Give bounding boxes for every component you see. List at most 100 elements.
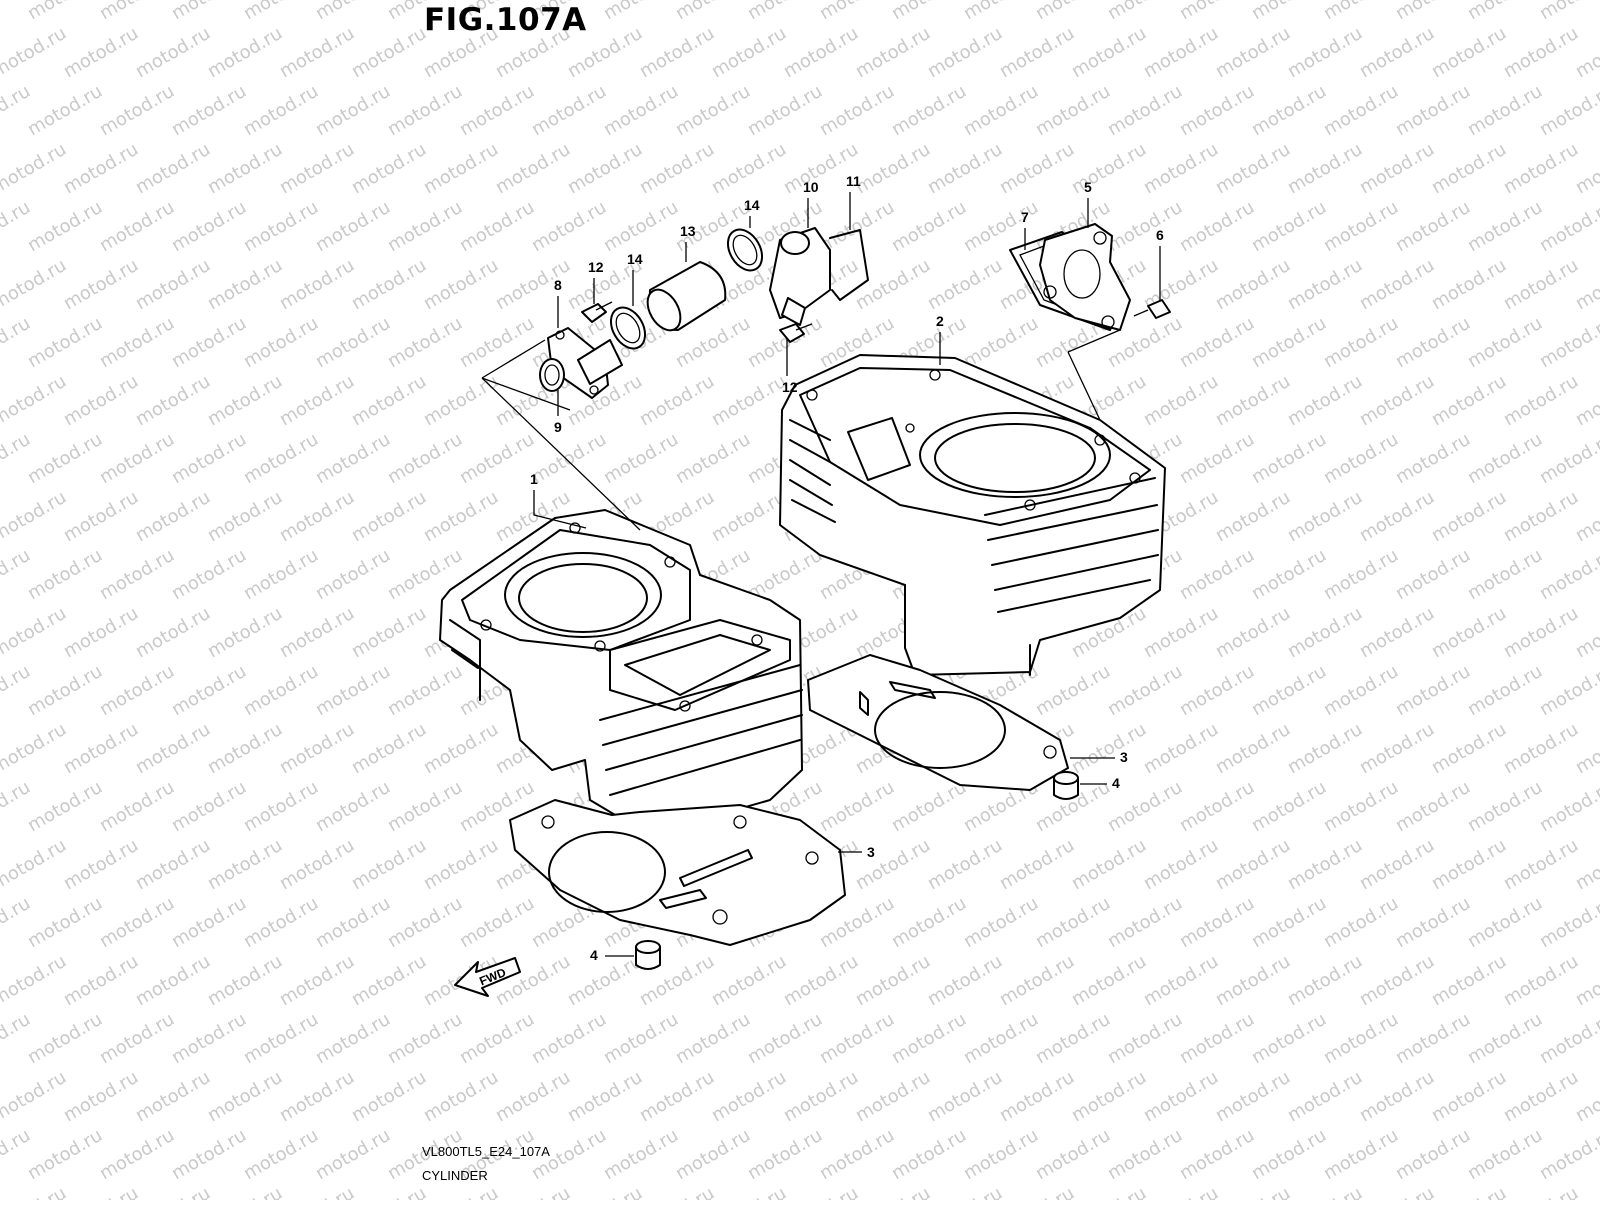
watermark-text: motod.ru [1536,777,1600,836]
watermark-text: motod.ru [1320,197,1402,256]
watermark-text: motod.ru [96,777,178,836]
watermark-text: motod.ru [132,371,214,430]
watermark-text: motod.ru [276,835,358,894]
watermark-text: motod.ru [1176,197,1258,256]
hose-clamp-14-rear [726,228,764,272]
watermark-text: motod.ru [348,487,430,546]
watermark-text: motod.ru [852,1183,934,1200]
watermark-text: motod.ru [924,835,1006,894]
watermark-text: motod.ru [1284,951,1366,1010]
watermark-text: motod.ru [348,23,430,82]
watermark-text: motod.ru [1032,893,1114,952]
watermark-text: motod.ru [24,545,106,604]
watermark-text: motod.ru [600,1125,682,1184]
watermark-text: motod.ru [1500,603,1582,662]
watermark-text: motod.ru [456,429,538,488]
watermark-text: motod.ru [780,951,862,1010]
watermark-text: motod.ru [1140,1183,1222,1200]
figure-code: VL800TL5_E24_107A [422,1144,550,1159]
watermark-text: motod.ru [420,487,502,546]
watermark-text: motod.ru [672,0,754,24]
watermark-text: motod.ru [1536,1009,1600,1068]
watermark-text: motod.ru [1068,139,1150,198]
watermark-text: motod.ru [600,81,682,140]
rear-cylinder [779,354,1166,676]
watermark-text: motod.ru [240,197,322,256]
watermark-text: motod.ru [204,1067,286,1126]
watermark-text: motod.ru [564,139,646,198]
watermark-text: motod.ru [132,487,214,546]
watermark-text: motod.ru [1392,197,1474,256]
watermark-text: motod.ru [888,1009,970,1068]
watermark-text: motod.ru [24,1125,106,1184]
watermark-text: motod.ru [780,23,862,82]
watermark-text: motod.ru [348,1067,430,1126]
watermark-text: motod.ru [312,1009,394,1068]
watermark-text: motod.ru [888,0,970,24]
watermark-text: motod.ru [600,429,682,488]
watermark-text: motod.ru [348,1183,430,1200]
watermark-text: motod.ru [1428,1183,1510,1200]
watermark-text: motod.ru [636,1067,718,1126]
watermark-text: motod.ru [1536,0,1600,24]
watermark-text: motod.ru [1068,1067,1150,1126]
watermark-text: motod.ru [168,197,250,256]
watermark-text: motod.ru [1356,719,1438,778]
watermark-text: motod.ru [528,1009,610,1068]
watermark-text: motod.ru [1536,1125,1600,1184]
watermark-text: motod.ru [60,23,142,82]
assembly-line [481,377,571,411]
watermark-text: motod.ru [1104,1125,1186,1184]
watermark-text: motod.ru [708,487,790,546]
watermark-text: motod.ru [420,139,502,198]
watermark-text: motod.ru [780,139,862,198]
watermark-text: motod.ru [924,1067,1006,1126]
watermark-text: motod.ru [0,23,70,82]
watermark-text: motod.ru [384,661,466,720]
watermark-text: motod.ru [168,1125,250,1184]
watermark-text: motod.ru [312,661,394,720]
watermark-text: motod.ru [168,429,250,488]
watermark-text: motod.ru [384,1009,466,1068]
assembly-line [1067,351,1101,421]
watermark-text: motod.ru [420,371,502,430]
watermark-text: motod.ru [1284,1183,1366,1200]
watermark-text: motod.ru [60,255,142,314]
watermark-text: motod.ru [1104,81,1186,140]
watermark-text: motod.ru [0,1067,70,1126]
watermark-text: motod.ru [1500,487,1582,546]
watermark-text: motod.ru [348,951,430,1010]
watermark-text: motod.ru [1500,719,1582,778]
watermark-text: motod.ru [312,313,394,372]
callout-10: 10 [803,179,819,195]
watermark-text: motod.ru [708,1183,790,1200]
callout-9: 9 [554,419,562,435]
watermark-text: motod.ru [492,1067,574,1126]
watermark-text: motod.ru [312,81,394,140]
watermark-text: motod.ru [1464,1009,1546,1068]
watermark-text: motod.ru [384,81,466,140]
watermark-text: motod.ru [1212,255,1294,314]
watermark-text: motod.ru [1140,951,1222,1010]
watermark-text: motod.ru [960,81,1042,140]
watermark-text: motod.ru [996,951,1078,1010]
watermark-text: motod.ru [1392,893,1474,952]
watermark-text: motod.ru [1104,0,1186,24]
watermark-text: motod.ru [1320,429,1402,488]
watermark-text: motod.ru [456,81,538,140]
watermark-text: motod.ru [1392,1009,1474,1068]
watermark-text: motod.ru [1356,1067,1438,1126]
watermark-text: motod.ru [276,1067,358,1126]
watermark-text: motod.ru [348,603,430,662]
watermark-text: motod.ru [1140,371,1222,430]
watermark-text: motod.ru [1320,661,1402,720]
watermark-text: motod.ru [168,661,250,720]
watermark-text: motod.ru [312,429,394,488]
watermark-text: motod.ru [1464,81,1546,140]
watermark-text: motod.ru [240,313,322,372]
watermark-text: motod.ru [1176,81,1258,140]
bolt-12-front [581,301,613,323]
watermark-text: motod.ru [816,1125,898,1184]
watermark-text: motod.ru [1176,429,1258,488]
watermark-text: motod.ru [348,719,430,778]
